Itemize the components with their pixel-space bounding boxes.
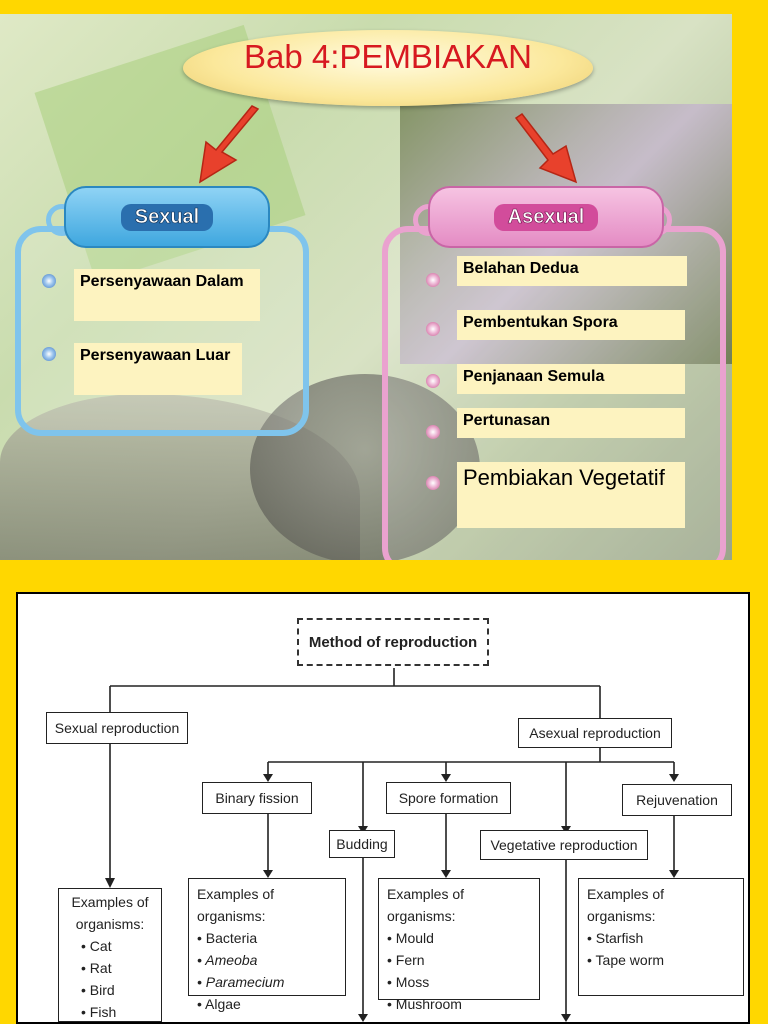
sexual-reproduction-node: Sexual reproduction	[46, 712, 188, 744]
asexual-item-3: Penjanaan Semula	[457, 364, 685, 394]
example-item: Mushroom	[387, 993, 531, 1015]
asexual-item-2: Pembentukan Spora	[457, 310, 685, 340]
arrow-to-sexual	[199, 105, 260, 184]
bullet-icon	[426, 476, 440, 490]
asexual-header-label: Asexual	[493, 203, 599, 231]
binary-fission-node: Binary fission	[202, 782, 312, 814]
example-item: Ameoba	[197, 949, 337, 971]
arrow-to-asexual	[514, 112, 578, 184]
asexual-item-1: Belahan Dedua	[457, 256, 687, 286]
sexual-item-1: Persenyawaan Dalam	[74, 269, 260, 321]
spore-examples-box: Examples of organisms: Mould Fern Moss M…	[378, 878, 540, 1012]
sexual-frame	[15, 226, 309, 436]
example-item: Bird	[81, 979, 157, 1001]
arrows-layer	[199, 105, 578, 184]
example-item: Moss	[387, 971, 531, 993]
title-oval	[183, 30, 593, 106]
bullet-icon	[426, 322, 440, 336]
example-item: Fern	[387, 949, 531, 971]
background-shape	[250, 374, 480, 560]
root-node: Method of reproduction	[297, 618, 489, 666]
sexual-header: Sexual	[64, 186, 270, 248]
rejuvenation-node: Rejuvenation	[622, 784, 732, 816]
example-item: Tape worm	[587, 949, 735, 971]
examples-heading: Examples of organisms:	[587, 886, 665, 924]
example-item: Cat	[81, 935, 157, 957]
bullet-icon	[426, 425, 440, 439]
budding-node: Budding	[329, 830, 395, 858]
sexual-examples-box: Examples of organisms: Cat Rat Bird Fish	[58, 888, 162, 1022]
asexual-reproduction-node: Asexual reproduction	[518, 718, 672, 748]
connector-lines	[105, 668, 679, 1022]
sexual-header-label: Sexual	[120, 203, 214, 231]
reproduction-flowchart: Method of reproduction Sexual reproducti…	[16, 592, 750, 1024]
page-title: Bab 4:PEMBIAKAN	[244, 38, 532, 75]
example-item: Algae	[197, 993, 337, 1015]
binary-examples-box: Examples of organisms: Bacteria Ameoba P…	[188, 878, 346, 1012]
asexual-item-5: Pembiakan Vegetatif	[457, 462, 685, 528]
sexual-item-2: Persenyawaan Luar	[74, 343, 242, 395]
rejuvenation-examples-box: Examples of organisms: Starfish Tape wor…	[578, 878, 744, 996]
example-item: Rat	[81, 957, 157, 979]
bullet-icon	[42, 347, 56, 361]
bullet-icon	[42, 274, 56, 288]
asexual-item-4: Pertunasan	[457, 408, 685, 438]
title-slide: Bab 4:PEMBIAKAN Sexual Persenyawaan Dala…	[0, 14, 732, 560]
spore-formation-node: Spore formation	[386, 782, 511, 814]
example-item: Paramecium	[197, 971, 337, 993]
example-item: Fish	[81, 1001, 157, 1022]
examples-heading: Examples of	[71, 894, 149, 910]
example-item: Starfish	[587, 927, 735, 949]
example-item: Bacteria	[197, 927, 337, 949]
examples-heading: organisms:	[75, 916, 145, 932]
examples-heading: Examples of organisms:	[387, 886, 465, 924]
bullet-icon	[426, 374, 440, 388]
examples-heading: Examples of organisms:	[197, 886, 275, 924]
asexual-header: Asexual	[428, 186, 664, 248]
vegetative-reproduction-node: Vegetative reproduction	[480, 830, 648, 860]
example-item: Mould	[387, 927, 531, 949]
bullet-icon	[426, 273, 440, 287]
